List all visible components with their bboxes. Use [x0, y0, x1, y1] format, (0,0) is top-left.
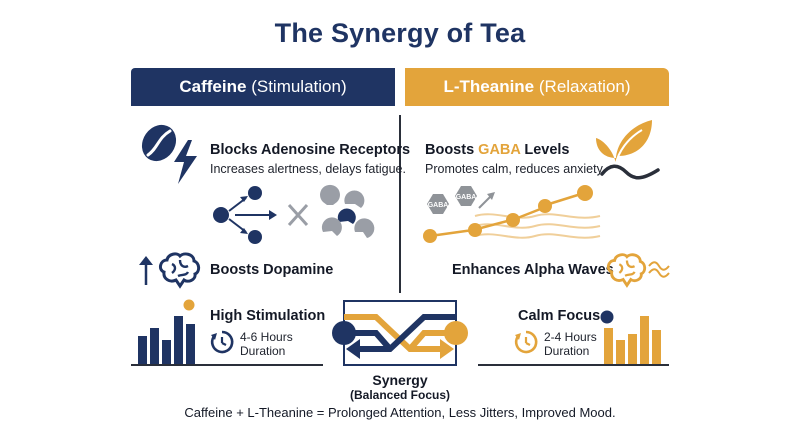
- theanine-duration-label: Duration: [544, 344, 590, 358]
- leaf-icon: [596, 120, 652, 165]
- synergy-arrows-icon: [332, 300, 468, 366]
- alpha-wave-icon: [648, 261, 670, 278]
- left-baseline: [131, 364, 323, 366]
- bar-chart-icon: [138, 316, 195, 364]
- theanine-banner-sub: (Relaxation): [538, 77, 631, 96]
- alpha-waves-heading: Enhances Alpha Waves: [452, 262, 614, 278]
- up-arrow-icon: [139, 256, 153, 285]
- gaba-heading: Boosts GABA Levels: [425, 142, 570, 158]
- coffee-bean-icon: [141, 124, 177, 162]
- center-divider: [399, 115, 401, 293]
- adenosine-heading: Blocks Adenosine Receptors: [210, 142, 411, 158]
- calm-focus-heading: Calm Focus: [518, 308, 601, 324]
- dopamine-heading: Boosts Dopamine: [210, 262, 334, 278]
- gaba-heading-highlight: GABA: [478, 142, 521, 158]
- theanine-banner: L-Theanine (Relaxation): [405, 68, 669, 106]
- brain-icon: [158, 252, 201, 289]
- gaba-molecule-label-2: GABA: [456, 194, 477, 201]
- caffeine-banner-main: Caffeine: [179, 77, 247, 96]
- synergy-title: Synergy: [372, 372, 428, 388]
- caffeine-duration-hours: 4-6 Hours: [240, 330, 293, 344]
- caffeine-banner-sub: (Stimulation): [251, 77, 347, 96]
- adenosine-desc: Increases alertness, delays fatigue.: [210, 162, 406, 176]
- gaba-molecule-label-1: GABA: [428, 202, 449, 209]
- gaba-diagram: GABA GABA: [423, 185, 601, 243]
- theanine-banner-main: L-Theanine: [443, 77, 535, 96]
- high-stimulation-heading: High Stimulation: [210, 308, 326, 324]
- brain-gold-icon: [606, 253, 647, 288]
- gaba-heading-post: Levels: [520, 142, 570, 158]
- adenosine-block-diagram: [213, 184, 375, 244]
- page-title: The Synergy of Tea: [274, 18, 526, 48]
- clock-icon: [210, 330, 234, 354]
- synergy-subtitle: (Balanced Focus): [349, 388, 451, 402]
- left-accent-dot: [183, 299, 195, 311]
- gaba-heading-pre: Boosts: [425, 142, 479, 158]
- caffeine-banner: Caffeine (Stimulation): [131, 68, 395, 106]
- footer-summary: Caffeine + L-Theanine = Prolonged Attent…: [184, 405, 616, 420]
- wave-icon: [600, 164, 660, 180]
- right-accent-dot: [600, 310, 614, 324]
- theanine-duration-hours: 2-4 Hours: [544, 330, 597, 344]
- bar-chart-gold-icon: [604, 316, 661, 364]
- gaba-desc: Promotes calm, reduces anxiety.: [425, 162, 606, 176]
- right-baseline: [478, 364, 669, 366]
- caffeine-duration-label: Duration: [240, 344, 286, 358]
- clock-gold-icon: [514, 330, 538, 354]
- lightning-icon: [174, 140, 197, 184]
